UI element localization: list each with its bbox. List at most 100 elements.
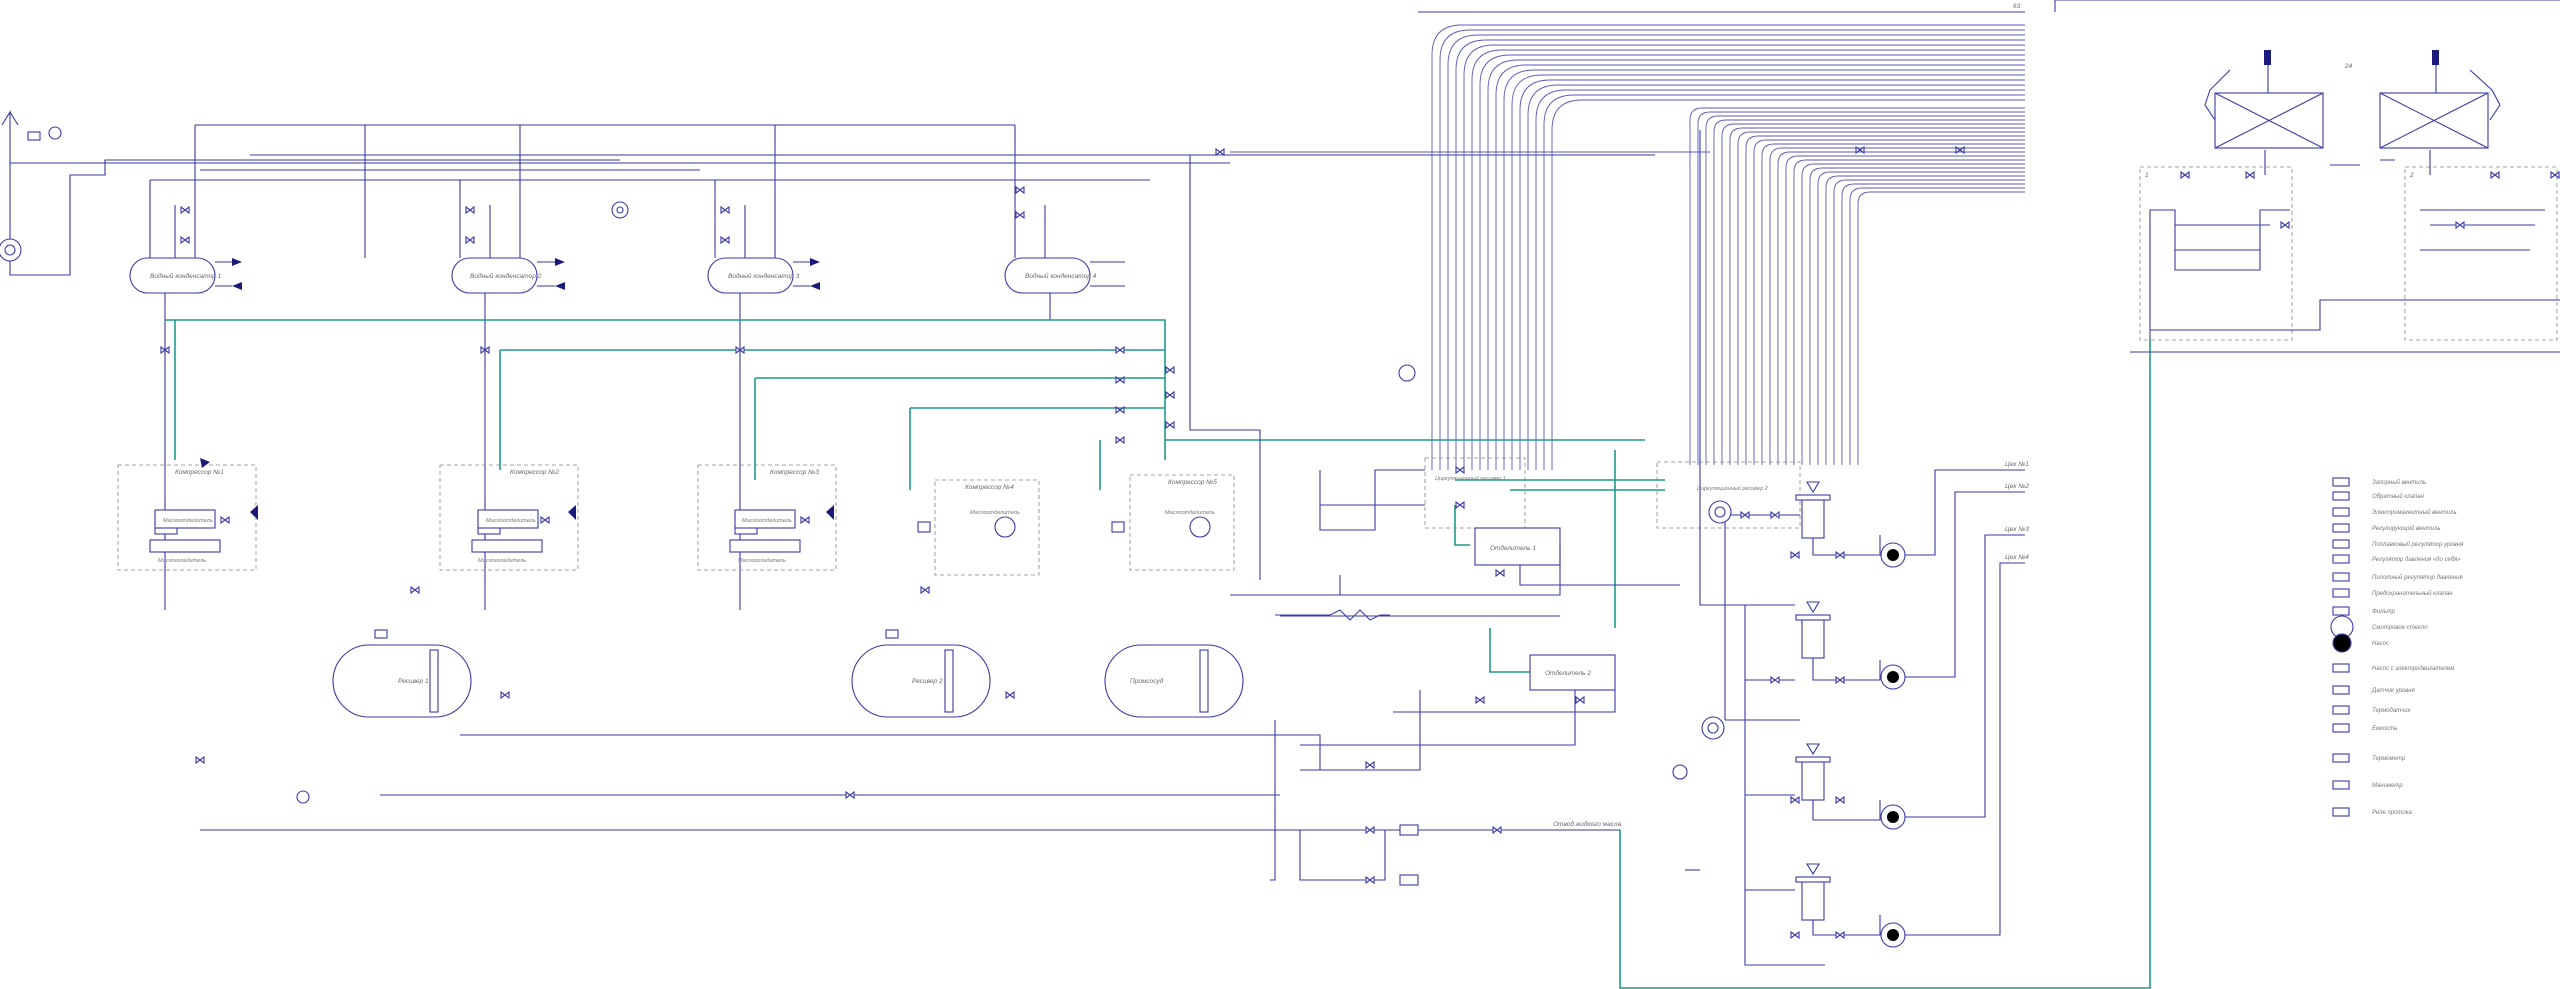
legend-label: Датчик уровня xyxy=(2371,688,2416,694)
receiver-2: Ресивер 2 xyxy=(851,629,991,718)
valves xyxy=(160,145,2560,940)
valve-icon xyxy=(1115,345,1125,355)
pump-2 xyxy=(1795,601,1906,690)
compressor-1-label: Компрессор №1 xyxy=(175,469,224,476)
top-label-a: 63 xyxy=(2013,3,2021,10)
pump-3 xyxy=(1795,743,1906,830)
compressor-unit-5: Компрессор №5 Маслоотделитель xyxy=(1111,474,1235,571)
valve-icon xyxy=(1115,375,1125,385)
valve-icon xyxy=(180,205,190,215)
valve-icon xyxy=(1165,420,1175,430)
legend-label: Реле протока xyxy=(2372,810,2413,816)
condenser-3-label: Водный конденсатор 3 xyxy=(728,272,800,280)
legend-label: Обратный клапан xyxy=(2372,493,2425,500)
compressor-1-cooler: Маслоохладитель xyxy=(158,558,206,564)
valve-icon xyxy=(160,345,170,355)
legend-label: Запорный вентиль xyxy=(2372,479,2426,486)
thermometer-icon xyxy=(2332,753,2350,763)
valve-icon xyxy=(1455,465,1465,475)
valve-icon xyxy=(1005,690,1015,700)
valve-icon xyxy=(1790,930,1800,940)
compressor-5-sep: Маслоотделитель xyxy=(1165,510,1215,516)
cooler-2-label: 2 xyxy=(2409,172,2414,179)
valve-icon xyxy=(1495,568,1505,578)
valve-icon xyxy=(2180,170,2190,180)
valve-icon xyxy=(1790,795,1800,805)
condenser-verticals xyxy=(149,125,1051,610)
valve-icon xyxy=(1790,550,1800,560)
valve-icon xyxy=(1165,390,1175,400)
valve-icon xyxy=(1115,405,1125,415)
level-gauge-icon xyxy=(2332,685,2350,695)
circulation-receiver-1-label: Циркуляционный ресивер 1 xyxy=(1435,475,1506,482)
pilot-valve-icon xyxy=(2332,572,2350,582)
control-valve-icon xyxy=(2332,523,2350,533)
legend-label: Емкость xyxy=(2372,726,2397,732)
valve-icon xyxy=(1015,210,1025,220)
valve-icon xyxy=(2245,170,2255,180)
motor-pump-icon xyxy=(2332,663,2350,673)
manometer-icon xyxy=(2332,780,2350,790)
valve-icon xyxy=(2490,170,2500,180)
receiver-2-label: Ресивер 2 xyxy=(912,678,943,685)
valve-icon xyxy=(800,515,810,525)
valve-icon xyxy=(845,790,855,800)
valve-icon xyxy=(195,755,205,765)
valve-icon xyxy=(1015,185,1025,195)
pump-4 xyxy=(1795,863,1906,948)
separator-2-label: Отделитель 2 xyxy=(1545,669,1591,677)
workshop-outlets: Цех №1 Цех №2 Цех №3 Цех №4 xyxy=(1905,461,2029,936)
compressor-4-sep: Маслоотделитель xyxy=(970,510,1020,516)
valve-icon xyxy=(540,515,550,525)
legend-label: Поплавковый регулятор уровня xyxy=(2372,541,2464,548)
legend-label: Насос xyxy=(2372,641,2389,647)
legend-label: Регулирующий вентиль xyxy=(2372,525,2441,532)
separator-1-label: Отделитель 1 xyxy=(1490,544,1536,552)
condenser-4: Водный конденсатор 4 xyxy=(1004,257,1125,294)
legend-label: Термометр xyxy=(2372,756,2406,762)
valve-icon xyxy=(2550,170,2560,180)
valve-icon xyxy=(1770,510,1780,520)
valve-icon xyxy=(720,205,730,215)
condenser-3: Водный конденсатор 3 xyxy=(707,257,820,294)
cooling-water-lines xyxy=(165,319,2151,989)
valve-icon xyxy=(465,205,475,215)
valve-icon xyxy=(1835,930,1845,940)
valve-icon xyxy=(1365,825,1375,835)
compressor-3-sep: Маслоотделитель xyxy=(742,518,792,524)
top-right-parallel-lines xyxy=(1431,24,2025,470)
legend-label: Регулятор давления «до себя» xyxy=(2372,557,2461,563)
air-cooler-1: 1 xyxy=(2139,50,2324,341)
top-header-lines xyxy=(1,0,2560,276)
intermediate-vessel-label: Промсосуд xyxy=(1130,677,1164,685)
legend-label: Манометр xyxy=(2372,783,2403,789)
valve-icon xyxy=(1740,510,1750,520)
check-valve-icon xyxy=(2332,491,2350,501)
valve-icon xyxy=(1575,695,1585,705)
valve-icon xyxy=(1955,145,1965,155)
valve-icon xyxy=(1855,145,1865,155)
valve-icon xyxy=(500,690,510,700)
valve-icon xyxy=(920,585,930,595)
valve-icon xyxy=(220,515,230,525)
circulation-receiver-2-label: Циркуляционный ресивер 2 xyxy=(1697,485,1768,492)
compressor-unit-3: Компрессор №3 Маслоотделитель Маслоохлад… xyxy=(697,464,837,571)
valve-icon xyxy=(1455,500,1465,510)
intermediate-vessel: Промсосуд xyxy=(1104,644,1244,718)
valve-icon xyxy=(735,345,745,355)
compressor-5-label: Компрессор №5 xyxy=(1168,479,1217,486)
oil-drain: Отвод жидкого масла xyxy=(1310,820,1622,886)
pump-stations xyxy=(1701,481,1906,948)
gate-valve-icon xyxy=(2332,477,2350,487)
valve-icon xyxy=(1165,365,1175,375)
compressor-2-label: Компрессор №2 xyxy=(510,469,559,476)
outlet-2-label: Цех №2 xyxy=(2005,483,2029,490)
central-piping xyxy=(200,130,1825,966)
outlet-3-label: Цех №3 xyxy=(2005,526,2029,533)
valve-icon xyxy=(465,235,475,245)
valve-icon xyxy=(1475,695,1485,705)
legend-label: Смотровое стекло xyxy=(2372,625,2428,631)
valve-icon xyxy=(2455,220,2465,230)
compressor-unit-1: Компрессор №1 Маслоотделитель Маслоохлад… xyxy=(117,458,258,571)
